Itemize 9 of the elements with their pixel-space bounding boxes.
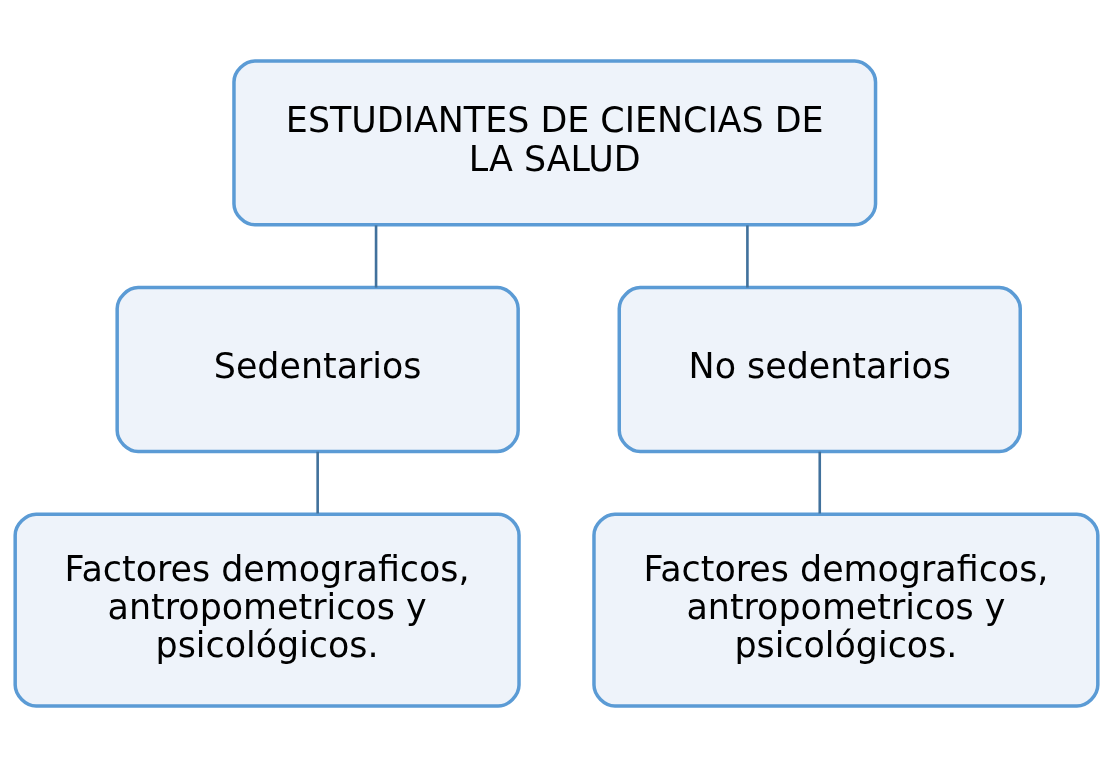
connector	[316, 451, 319, 514]
node-box: Sedentarios	[115, 285, 520, 454]
node-box: No sedentarios	[617, 285, 1022, 454]
node-box: Factores demograficos, antropometricos y psicológicos.	[13, 512, 521, 708]
connector	[746, 225, 749, 288]
node-box: Factores demograficos, antropometricos y psicológicos.	[592, 512, 1100, 708]
node-box: ESTUDIANTES DE CIENCIAS DE LA SALUD	[232, 59, 878, 227]
connector	[374, 225, 378, 288]
connector	[818, 451, 822, 514]
